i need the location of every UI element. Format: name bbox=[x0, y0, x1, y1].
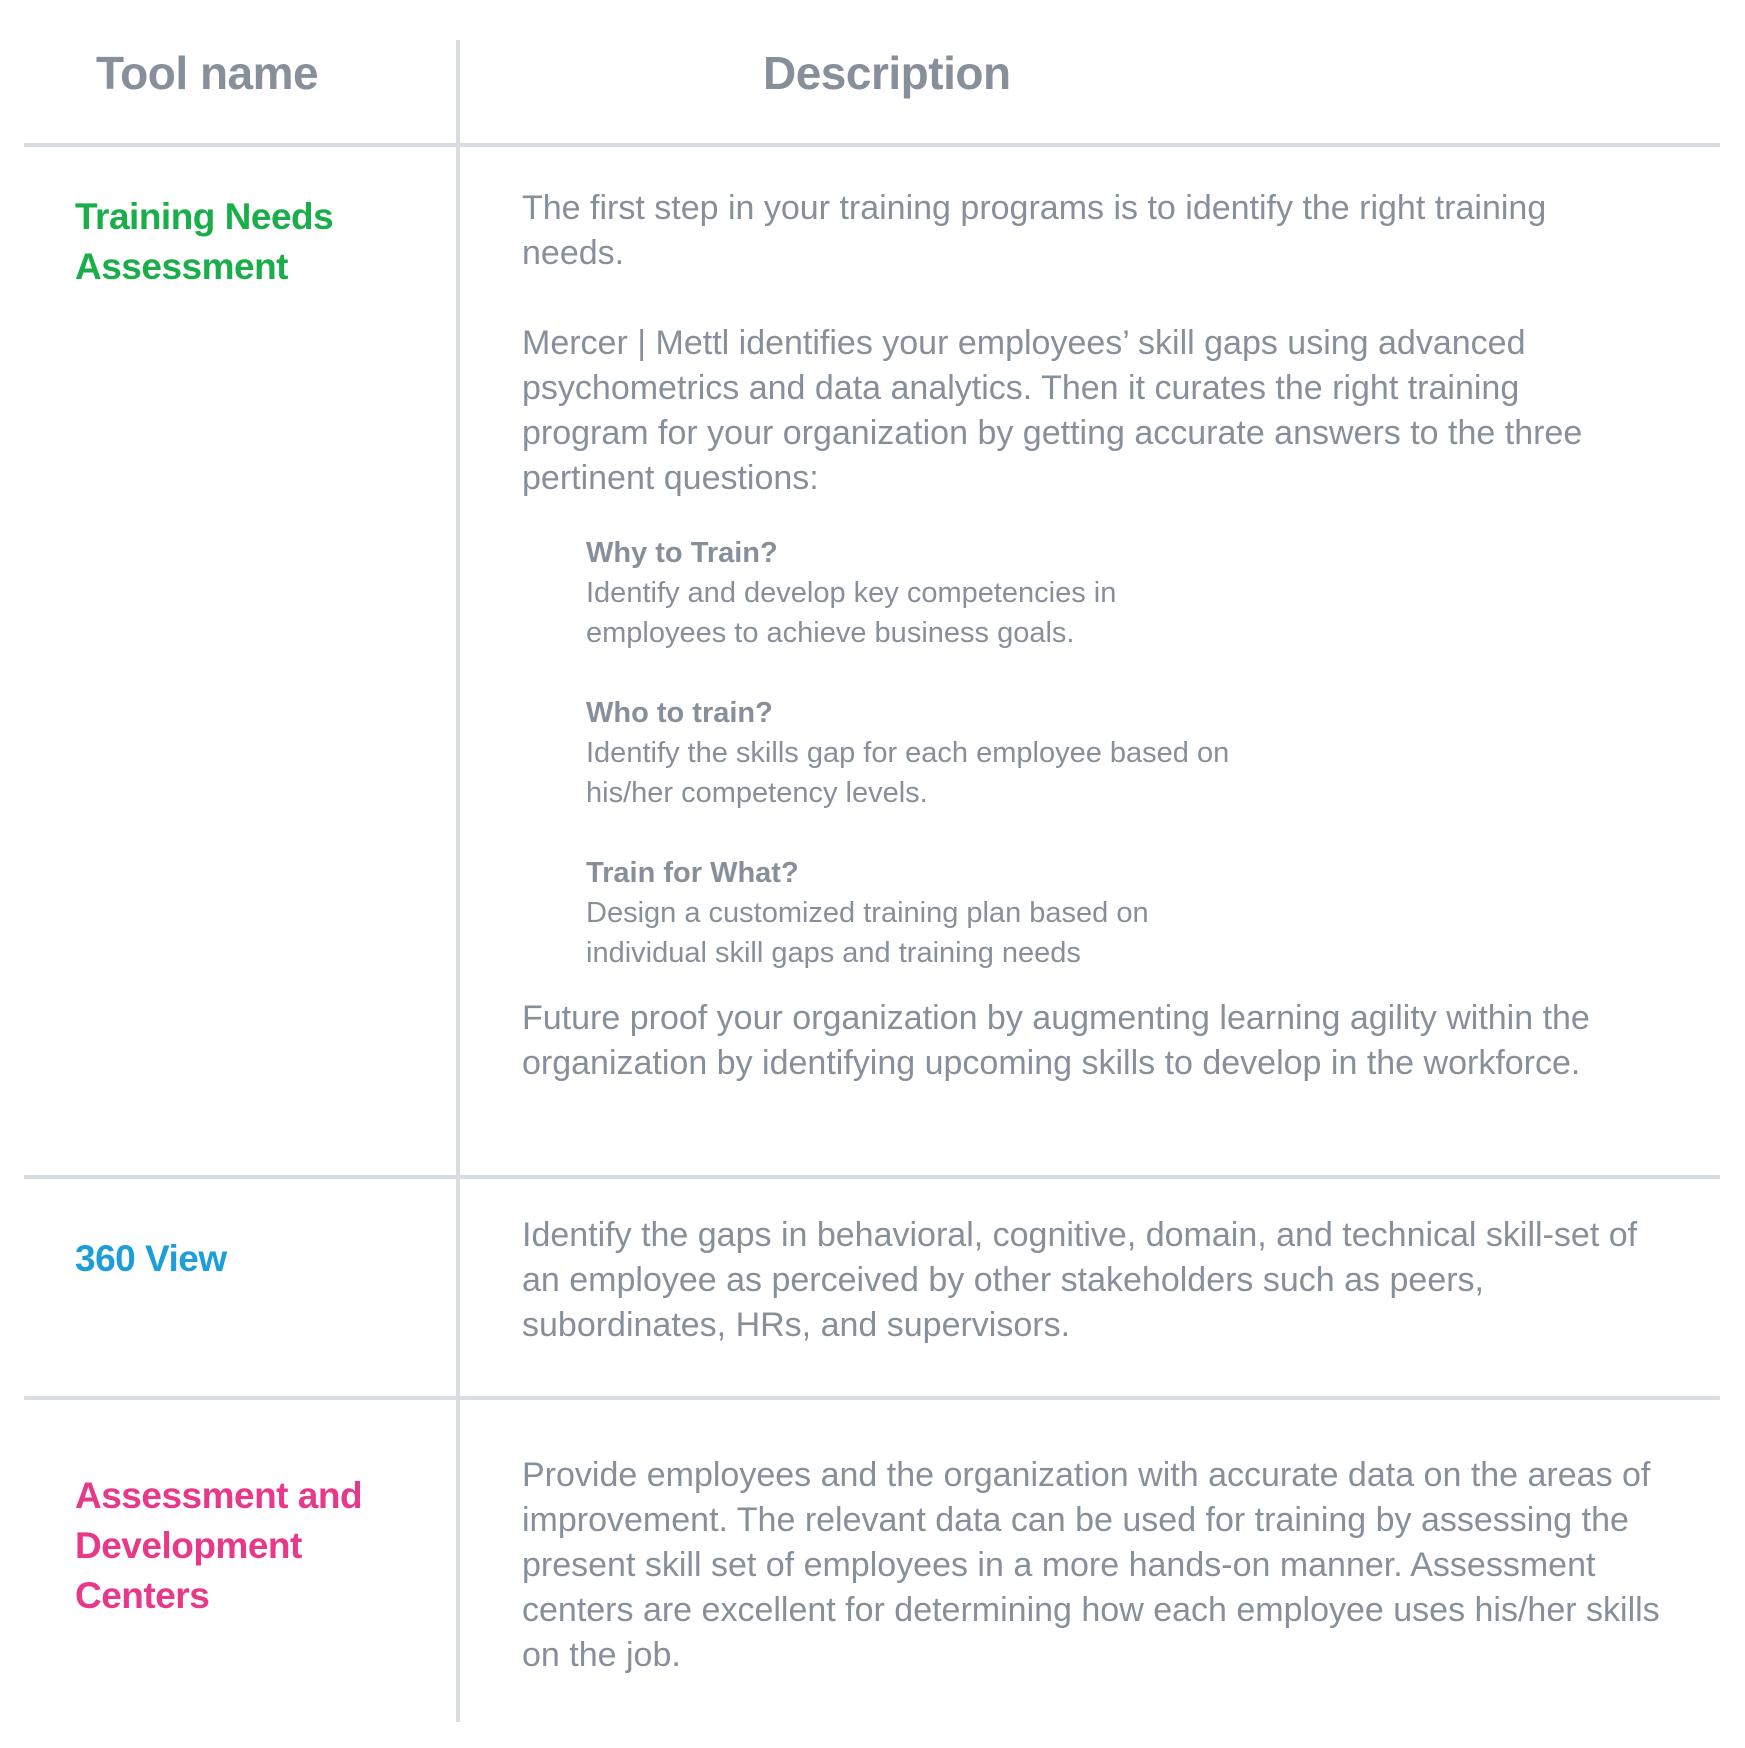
question-title: Why to Train? bbox=[586, 537, 778, 569]
tool-name-line: Training Needs bbox=[75, 196, 334, 237]
tool-name-assessment-development-centers: Assessment and Development Centers bbox=[75, 1471, 363, 1621]
row-divider-2 bbox=[24, 1396, 1720, 1400]
question-title: Who to train? bbox=[586, 697, 773, 729]
question-text: Design a customized training plan based … bbox=[586, 897, 1149, 969]
question-title: Train for What? bbox=[586, 857, 799, 889]
description-paragraph: Mercer | Mettl identifies your employees… bbox=[522, 324, 1583, 497]
description-assessment-development-centers: Provide employees and the organization w… bbox=[522, 1456, 1660, 1674]
tool-name-360-view: 360 View bbox=[75, 1234, 227, 1284]
question-why-to-train: Why to Train? Identify and develop key c… bbox=[586, 533, 1206, 653]
question-who-to-train: Who to train? Identify the skills gap fo… bbox=[586, 693, 1286, 813]
tool-name-line: Development bbox=[75, 1525, 302, 1566]
column-header-description: Description bbox=[763, 47, 1011, 99]
question-train-for-what: Train for What? Design a customized trai… bbox=[586, 853, 1256, 973]
tool-name-line: 360 View bbox=[75, 1238, 227, 1279]
header-row-divider bbox=[24, 143, 1720, 147]
tool-name-line: Assessment bbox=[75, 246, 289, 287]
question-text: Identify the skills gap for each employe… bbox=[586, 737, 1230, 809]
column-header-tool-name: Tool name bbox=[96, 47, 319, 99]
column-divider bbox=[456, 40, 460, 1722]
description-paragraph: The first step in your training programs… bbox=[522, 189, 1547, 272]
description-training-needs-assessment: The first step in your training programs… bbox=[522, 186, 1702, 546]
tool-name-line: Assessment and bbox=[75, 1475, 363, 1516]
row-divider-1 bbox=[24, 1175, 1720, 1179]
tool-name-training-needs-assessment: Training Needs Assessment bbox=[75, 192, 334, 292]
tool-name-line: Centers bbox=[75, 1575, 210, 1616]
description-closing: Future proof your organization by augmen… bbox=[522, 999, 1590, 1082]
description-360-view: Identify the gaps in behavioral, cogniti… bbox=[522, 1216, 1638, 1344]
question-text: Identify and develop key competencies in… bbox=[586, 577, 1117, 649]
